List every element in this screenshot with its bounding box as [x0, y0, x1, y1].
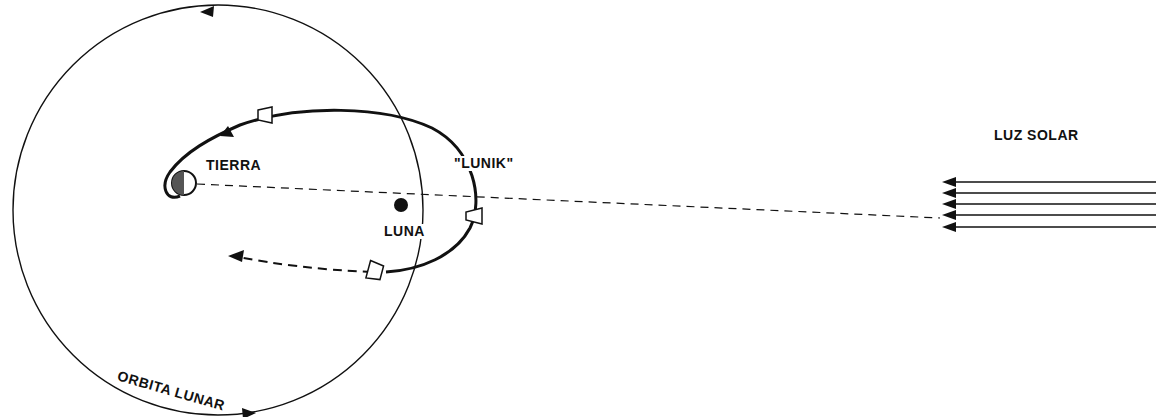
moon-label: LUNA [382, 224, 427, 239]
spacecraft-label: "LUNIK" [452, 156, 516, 171]
earth-shadow [172, 171, 184, 195]
orbit-arrow [242, 408, 256, 417]
moon [394, 198, 408, 212]
sunlight-arrowheads [942, 177, 956, 232]
lunik-return [238, 257, 372, 272]
trajectory-arrow [220, 126, 234, 137]
earth [172, 171, 196, 195]
sun-line [197, 184, 940, 218]
sunlight-label: LUZ SOLAR [992, 128, 1081, 143]
orbit-label: ORBITA LUNAR [114, 368, 229, 414]
lunar-orbit [13, 5, 423, 415]
spacecraft [366, 260, 384, 281]
earth-label: TIERRA [204, 158, 263, 173]
sunlight-rays [950, 182, 1156, 227]
spacecraft [258, 107, 272, 123]
orbit-arrow [200, 6, 214, 17]
lunik-trajectory [165, 110, 476, 272]
spacecraft [466, 208, 482, 224]
trajectory-arrow [228, 250, 244, 262]
